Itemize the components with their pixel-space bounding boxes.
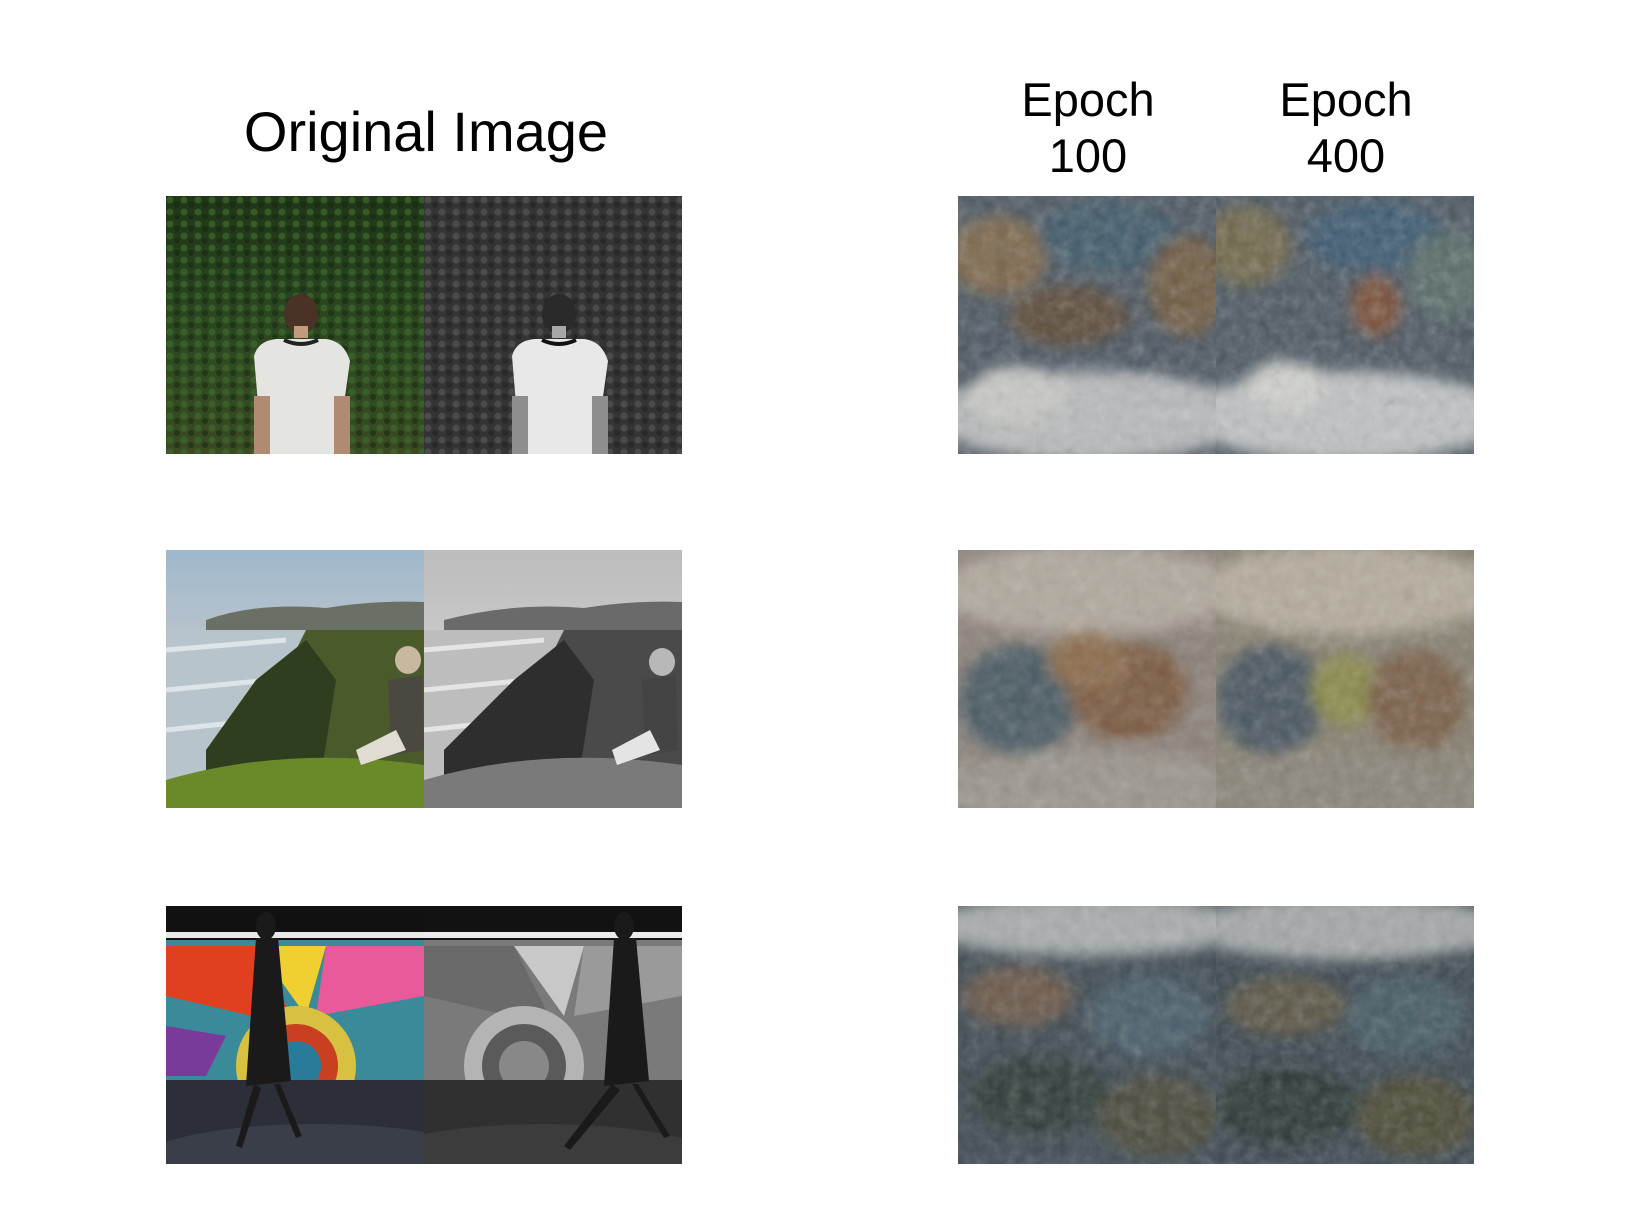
column-header-label: Epoch: [1279, 73, 1413, 126]
title-original-image: Original Image: [243, 100, 609, 163]
row3-original-color: [166, 906, 424, 1164]
row1-epoch400-output: [1216, 196, 1474, 454]
row1-original-color: [166, 196, 424, 454]
column-header-epoch-100: Epoch 100: [988, 72, 1188, 184]
row2-epoch100-output: [958, 550, 1216, 808]
column-header-epoch-number: 100: [1048, 129, 1128, 182]
row2-original-color: [166, 550, 424, 808]
row2-epoch400-output: [1216, 550, 1474, 808]
row3-original-grayscale: [424, 906, 682, 1164]
column-header-epoch-400: Epoch 400: [1246, 72, 1446, 184]
row3-epoch100-output: [958, 906, 1216, 1164]
column-header-label: Epoch: [1021, 73, 1155, 126]
column-header-epoch-number: 400: [1306, 129, 1386, 182]
row1-original-grayscale: [424, 196, 682, 454]
row2-original-grayscale: [424, 550, 682, 808]
row3-epoch400-output: [1216, 906, 1474, 1164]
row1-epoch100-output: [958, 196, 1216, 454]
